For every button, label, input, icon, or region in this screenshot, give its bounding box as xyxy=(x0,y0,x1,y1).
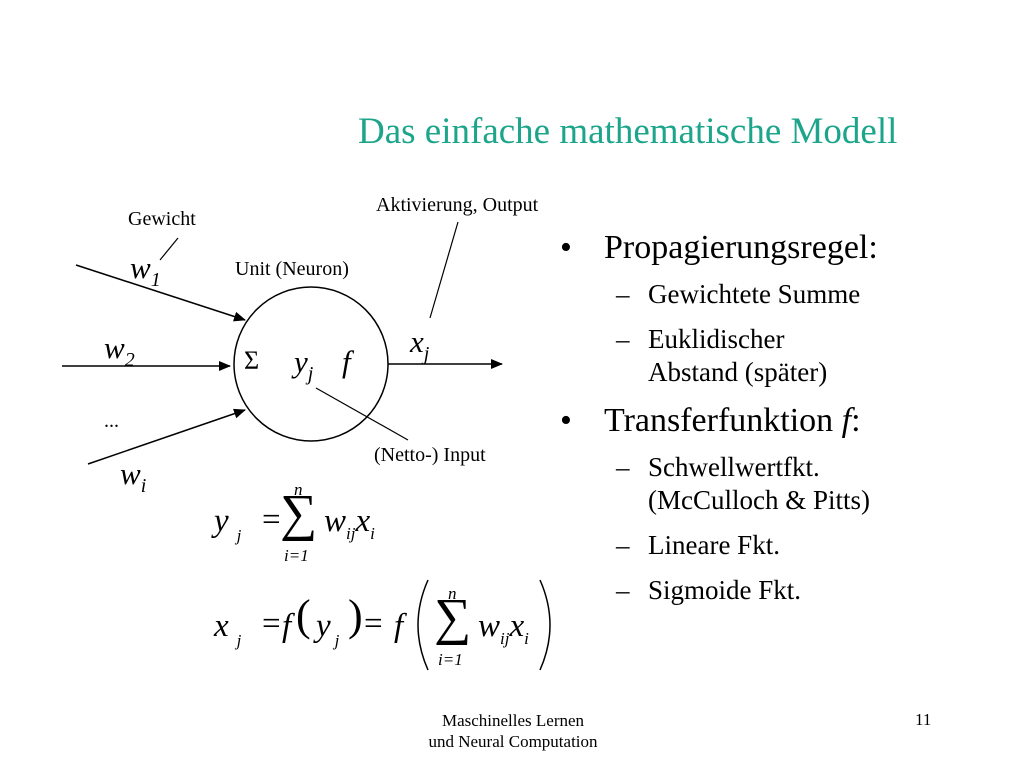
input-arrow-w1 xyxy=(75,264,246,322)
subbullet-sigmoid: Sigmoide Fkt. xyxy=(560,574,1020,607)
weight-ellipsis: ... xyxy=(104,410,119,432)
subbullet-linear: Lineare Fkt. xyxy=(560,529,1020,562)
f1-i: i xyxy=(370,524,375,543)
threshold-line1: Schwellwertfkt. xyxy=(648,452,820,482)
f2-ij: ij xyxy=(500,629,510,648)
f2-x: x xyxy=(214,608,229,644)
w1-base: w xyxy=(130,250,151,285)
f2-f2: f xyxy=(394,608,404,644)
bullet-transfer-function: Transferfunktion f: xyxy=(560,401,1020,441)
f1-j: j xyxy=(236,526,242,545)
f1-w: w xyxy=(324,503,347,539)
f2-y: y xyxy=(316,608,331,644)
wi-base: w xyxy=(120,456,141,491)
pointer-activation xyxy=(429,221,459,319)
f2-upper: n xyxy=(448,584,457,603)
f1-ij: ij xyxy=(346,524,356,543)
transfer-text: Transferfunktion xyxy=(604,402,842,439)
f1-y: y xyxy=(214,503,229,539)
label-activation: Aktivierung, Output xyxy=(376,194,539,216)
wi-sub: i xyxy=(140,475,147,497)
page-number: 11 xyxy=(915,710,932,729)
label-net-input: (Netto-) Input xyxy=(374,444,486,466)
output-xj: xj xyxy=(410,324,429,366)
f2-f1: f xyxy=(282,608,292,644)
bullet-list: Propagierungsregel: Gewichtete Summe Euk… xyxy=(560,228,1020,619)
yj-sub: j xyxy=(307,363,314,385)
yj-base: y xyxy=(294,344,308,379)
w1-sub: 1 xyxy=(150,269,161,291)
f2-rparen: ) xyxy=(348,591,363,640)
f2-j: j xyxy=(236,631,242,650)
formula2-rhs: wijxi xyxy=(478,608,529,649)
f1-sum: ∑ xyxy=(280,485,318,542)
w2-base: w xyxy=(104,330,125,365)
f2-yj-sub: j xyxy=(334,631,340,650)
f1-upper: n xyxy=(294,480,303,499)
f2-xi: x xyxy=(509,608,525,644)
xj-sub: j xyxy=(423,343,430,365)
input-arrow-wi xyxy=(87,408,246,465)
xj-base: x xyxy=(410,324,424,359)
w2-sub: 2 xyxy=(124,349,135,371)
f1-x: x xyxy=(355,503,371,539)
subbullet-threshold: Schwellwertfkt. (McCulloch & Pitts) xyxy=(560,451,1020,517)
bullet-propagation-rule: Propagierungsregel: xyxy=(560,228,1020,268)
weight-wi: wi xyxy=(120,456,146,498)
f2-sum: ∑ xyxy=(434,589,472,646)
weight-w1: w1 xyxy=(130,250,161,292)
footer-course: Maschinelles Lernen und Neural Computati… xyxy=(400,710,626,752)
f2-i: i xyxy=(524,629,529,648)
pointer-weight xyxy=(159,237,179,261)
f2-eq2: = xyxy=(364,606,383,642)
weight-w2: w2 xyxy=(104,330,135,372)
neuron-f: f xyxy=(342,344,351,379)
big-right-paren xyxy=(539,579,551,671)
f2-eq1: = xyxy=(262,606,281,642)
f1-lower: i=1 xyxy=(284,546,309,565)
f2-lparen: ( xyxy=(296,591,311,640)
f1-eq: = xyxy=(262,502,281,538)
label-weight: Gewicht xyxy=(128,208,196,230)
footer-line1: Maschinelles Lernen xyxy=(441,711,585,730)
transfer-var: f xyxy=(841,402,852,439)
formula1-rhs: wijxi xyxy=(324,503,375,544)
f2-lower: i=1 xyxy=(438,650,463,669)
euclidean-line2: Abstand (später) xyxy=(648,357,828,387)
big-left-paren xyxy=(417,579,429,671)
euclidean-line1: Euklidischer xyxy=(648,324,785,354)
f2-w: w xyxy=(478,608,501,644)
slide-title: Das einfache mathematische Modell xyxy=(358,111,898,152)
neuron-yj: yj xyxy=(294,344,313,386)
subbullet-euclidean-distance: Euklidischer Abstand (später) xyxy=(560,323,1020,389)
sigma-symbol: Σ xyxy=(244,346,260,375)
subbullet-weighted-sum: Gewichtete Summe xyxy=(560,278,1020,311)
label-unit: Unit (Neuron) xyxy=(235,258,349,280)
transfer-colon: : xyxy=(851,402,861,439)
pointer-net-input xyxy=(315,387,409,441)
footer-line2: und Neural Computation xyxy=(428,732,598,751)
threshold-line2: (McCulloch & Pitts) xyxy=(648,485,870,515)
